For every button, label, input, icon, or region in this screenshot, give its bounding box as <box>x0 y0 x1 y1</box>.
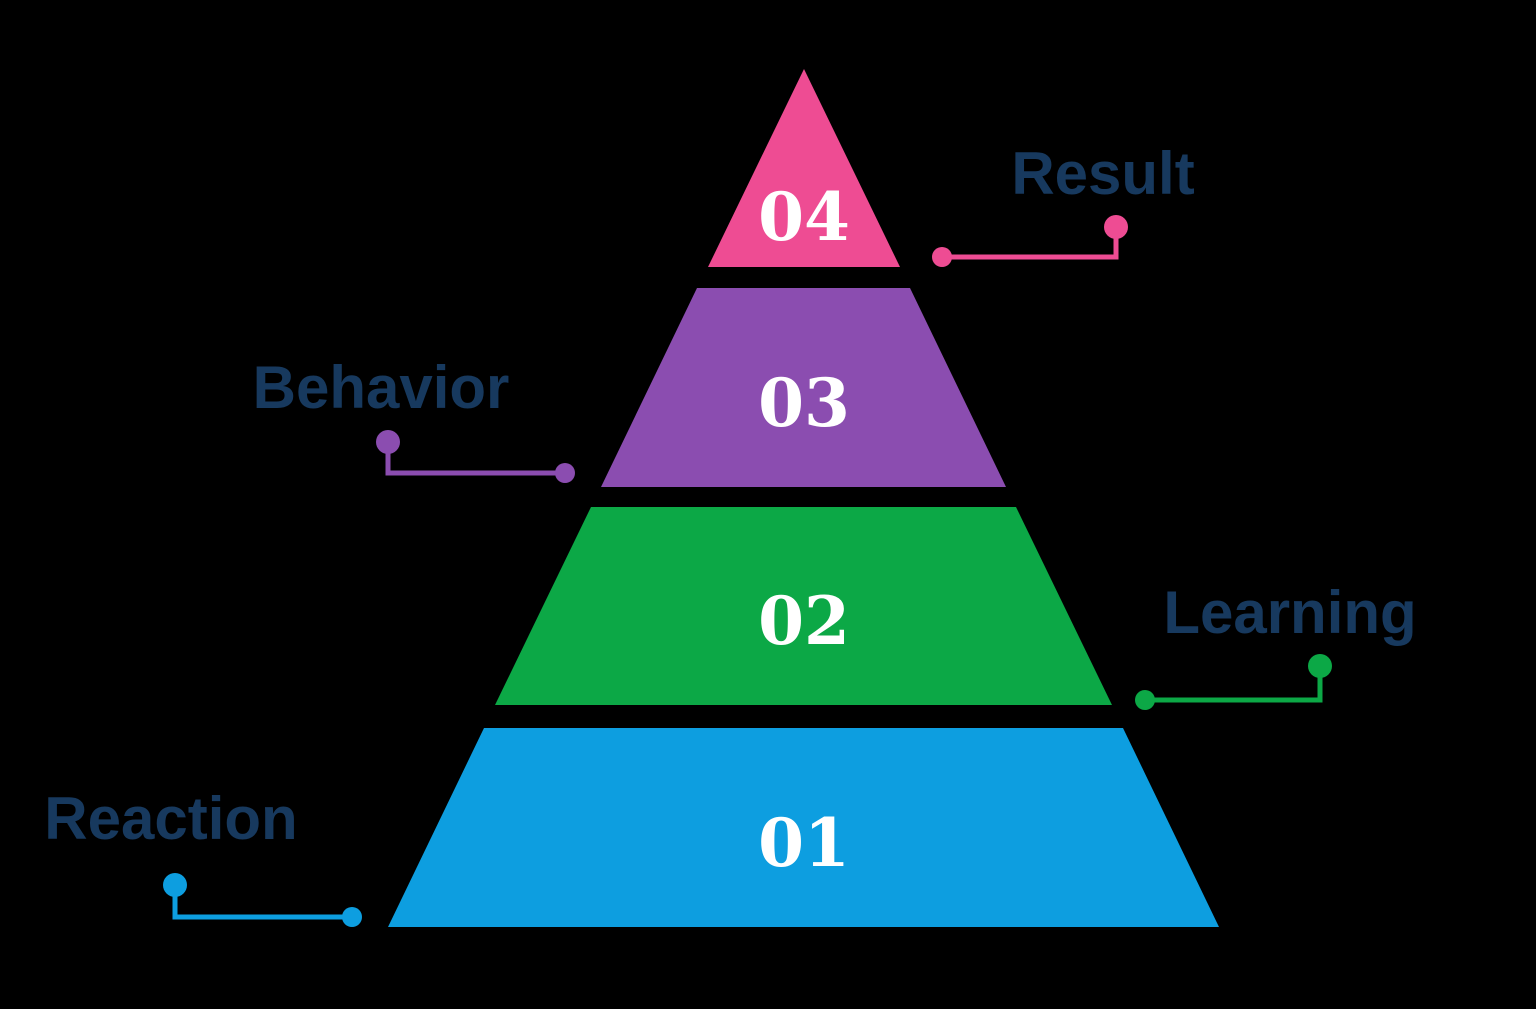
behavior-connector-dot-label <box>376 430 400 454</box>
level-04-shape <box>708 69 900 267</box>
behavior-connector-dot-edge <box>555 463 575 483</box>
behavior-label: Behavior <box>252 354 510 421</box>
result-label: Result <box>1011 140 1195 207</box>
result-connector-dot-label <box>1104 215 1128 239</box>
learning-connector-dot-label <box>1308 654 1332 678</box>
behavior-connector-line <box>385 447 565 476</box>
level-04-number: 04 <box>758 178 850 256</box>
reaction-label: Reaction <box>44 785 298 852</box>
level-02-number: 02 <box>758 582 850 660</box>
reaction-connector-dot-edge <box>342 907 362 927</box>
learning-connector-line <box>1145 671 1323 703</box>
reaction-connector-line <box>172 890 352 920</box>
level-03-shape <box>601 288 1006 487</box>
level-01-number: 01 <box>758 804 850 882</box>
level-01-shape <box>388 728 1219 927</box>
level-03-number: 03 <box>758 364 850 442</box>
learning-label: Learning <box>1163 579 1417 646</box>
learning-connector-dot-edge <box>1135 690 1155 710</box>
result-connector-line <box>942 232 1119 260</box>
result-connector-dot-edge <box>932 247 952 267</box>
reaction-connector-dot-label <box>163 873 187 897</box>
level-02-shape <box>495 507 1112 705</box>
